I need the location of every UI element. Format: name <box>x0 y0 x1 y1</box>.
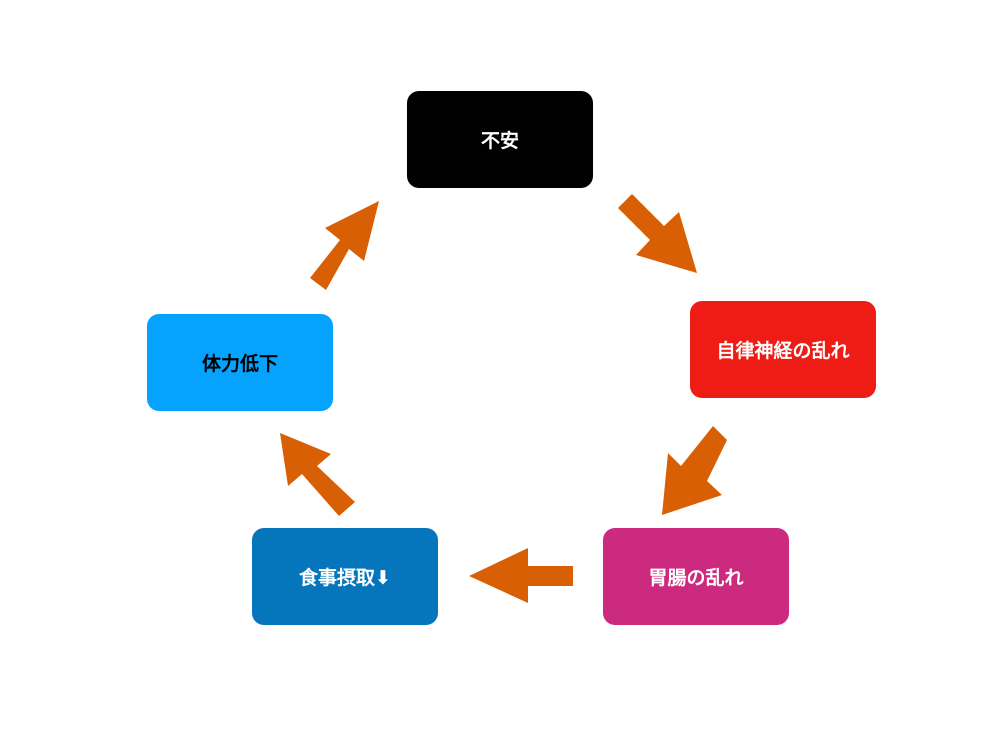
arrow-eating-to-stamina <box>280 433 355 516</box>
arrow-stamina-to-anxiety <box>310 201 379 290</box>
node-anxiety-label: 不安 <box>480 130 519 152</box>
node-food-intake-down-label: 食事摂取⬇ <box>299 567 391 589</box>
node-autonomic-imbalance: 自律神経の乱れ <box>690 301 876 398</box>
node-autonomic-imbalance-label: 自律神経の乱れ <box>716 340 850 362</box>
arrow-autonomic-to-gut <box>662 426 727 515</box>
node-stamina-decline-label: 体力低下 <box>201 353 278 375</box>
node-stamina-decline: 体力低下 <box>147 314 333 411</box>
node-gut-disorder: 胃腸の乱れ <box>603 528 789 625</box>
node-anxiety: 不安 <box>407 91 593 188</box>
arrow-gut-to-eating <box>469 548 573 603</box>
node-gut-disorder-label: 胃腸の乱れ <box>648 567 744 589</box>
node-food-intake-down: 食事摂取⬇ <box>252 528 438 625</box>
arrow-anxiety-to-autonomic <box>618 194 697 273</box>
